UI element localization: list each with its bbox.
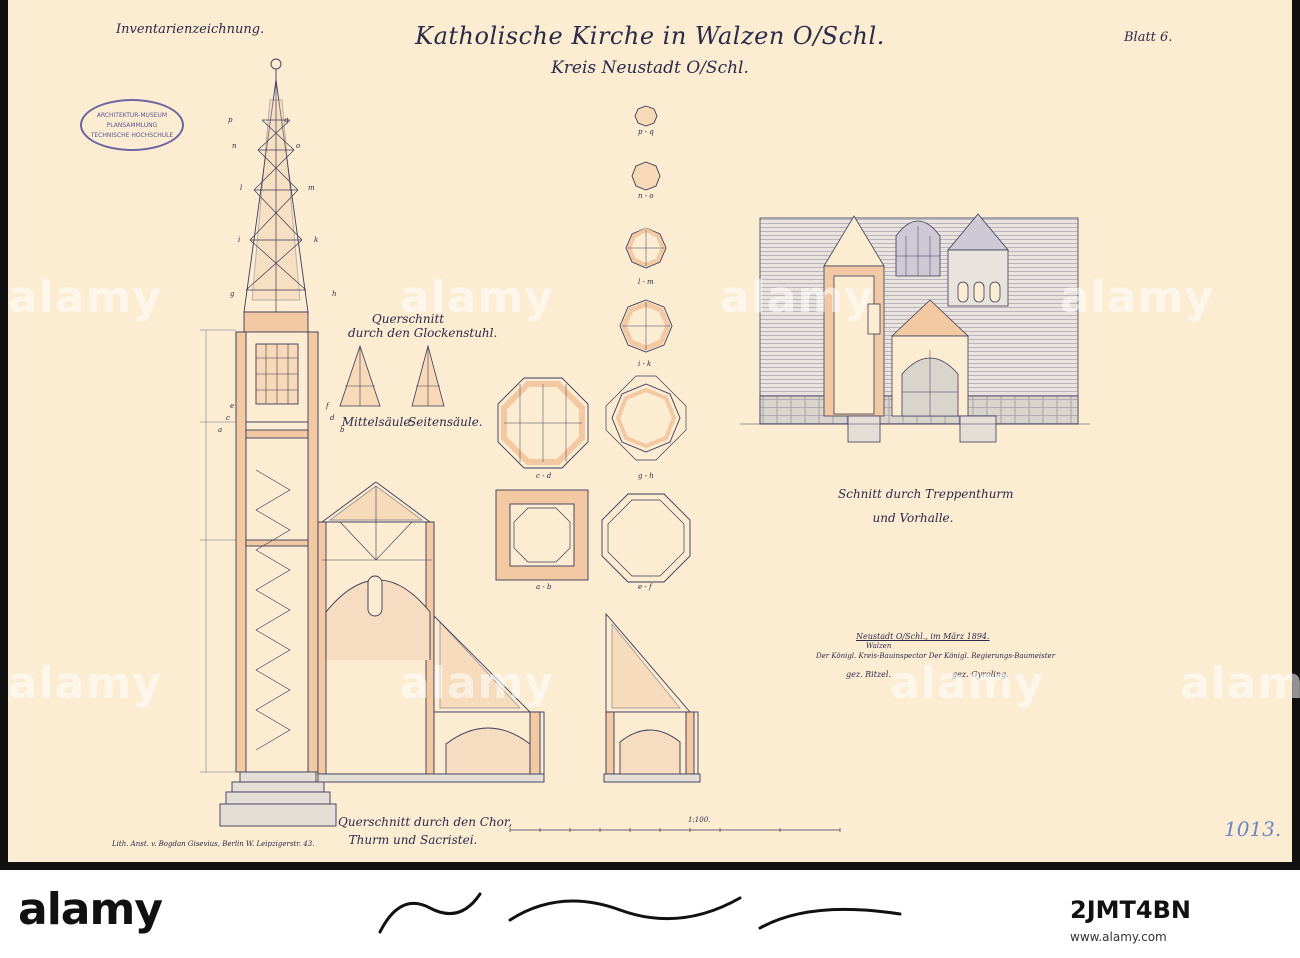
- caption-line: durch den Glockenstuhl.: [348, 326, 498, 340]
- spire-label: p: [228, 116, 233, 124]
- side-column-caption: Seitensäule.: [408, 415, 483, 429]
- brand-logo: alamy: [18, 884, 163, 935]
- spire-label: c: [226, 414, 230, 422]
- spire-label: l: [240, 184, 243, 192]
- watermark: alamy: [1180, 658, 1300, 709]
- bell-frame-sketches: [339, 344, 445, 407]
- spire-label: i: [238, 236, 241, 244]
- watermark: alamy: [400, 272, 554, 323]
- inventory-number: 1013.: [1224, 817, 1282, 841]
- spire-plans: [495, 105, 691, 583]
- spire-label: g: [230, 290, 235, 298]
- plan-grid-lines: [504, 230, 670, 462]
- caption-line: Schnitt durch Treppenthurm: [838, 487, 1014, 501]
- main-section-caption: Querschnitt durch den Chor, Thurm und Sa…: [338, 815, 513, 847]
- caption-line: Thurm und Sacristei.: [348, 833, 478, 847]
- watermark: alamy: [720, 272, 874, 323]
- stamp-line: ARCHITEKTUR-MUSEUM: [96, 112, 168, 119]
- middle-column-caption: Mittelsäule.: [341, 415, 415, 429]
- sacristy-section: [603, 612, 701, 783]
- watermark: alamy: [8, 658, 162, 709]
- tower-section: [200, 58, 337, 827]
- spire-label: k: [314, 236, 319, 244]
- section-label: c - d: [536, 472, 552, 480]
- drawing-artwork: [200, 58, 1090, 832]
- scale-label: 1:100.: [688, 816, 711, 824]
- spire-label: h: [332, 290, 337, 298]
- spire-label: m: [308, 184, 315, 192]
- spire-label: f: [326, 402, 329, 410]
- bell-frame-caption: Querschnitt durch den Glockenstuhl.: [348, 312, 498, 340]
- scale-bar: [509, 828, 841, 832]
- drawing-title: Katholische Kirche in Walzen O/Schl.: [415, 22, 885, 50]
- sheet-number: Blatt 6.: [1124, 30, 1173, 45]
- spire-label: e: [230, 402, 235, 410]
- stair-tower-elevation: [740, 213, 1090, 443]
- stamp-line: PLANSAMMLUNG: [106, 122, 158, 129]
- signature-roles: Der Königl. Kreis-Bauinspector Der König…: [816, 652, 1056, 660]
- drawing-subtitle: Kreis Neustadt O/Schl.: [551, 58, 749, 78]
- signature-place-sub: Walzen: [866, 642, 892, 650]
- watermark: alamy: [400, 658, 554, 709]
- stair-tower-caption: Schnitt durch Treppenthurm und Vorhalle.: [838, 482, 1014, 530]
- museum-stamp: ARCHITEKTUR-MUSEUM PLANSAMMLUNG TECHNISC…: [80, 99, 184, 151]
- stock-logo-mark: [378, 892, 902, 934]
- watermark: alamy: [8, 272, 162, 323]
- spire-label: d: [330, 414, 335, 422]
- spire-label: o: [296, 142, 301, 150]
- watermark: alamy: [1060, 272, 1214, 323]
- choir-section: [317, 481, 545, 783]
- image-id: 2JMT4BN: [1070, 896, 1191, 924]
- signature-place-date: Neustadt O/Schl., im März 1894.: [856, 632, 990, 641]
- section-label: g - h: [638, 472, 654, 480]
- caption-line: Querschnitt durch den Chor,: [338, 815, 513, 829]
- source-url: www.alamy.com: [1070, 930, 1167, 944]
- signature-name-2: gez. Gyroling.: [952, 670, 1009, 679]
- spire-label: b: [340, 426, 345, 434]
- section-label: a - b: [536, 583, 552, 591]
- stamp-line: TECHNISCHE HOCHSCHULE: [90, 132, 174, 139]
- section-label: n - o: [638, 192, 654, 200]
- spire-label: n: [232, 142, 237, 150]
- section-label: p - q: [638, 128, 654, 136]
- caption-line: und Vorhalle.: [872, 511, 954, 525]
- section-label: l - m: [638, 278, 654, 286]
- inventory-drawing-label: Inventarienzeichnung.: [116, 22, 265, 37]
- caption-line: Querschnitt: [371, 312, 445, 326]
- signature-name-1: gez. Ritzel.: [846, 670, 892, 679]
- section-label: e - f: [638, 583, 652, 591]
- printer-note: Lith. Anst. v. Bogdan Gisevius, Berlin W…: [112, 840, 315, 848]
- spire-label: a: [218, 426, 223, 434]
- watermark: alamy: [890, 658, 1044, 709]
- footer-bar: [0, 870, 1300, 958]
- section-label: i - k: [638, 360, 652, 368]
